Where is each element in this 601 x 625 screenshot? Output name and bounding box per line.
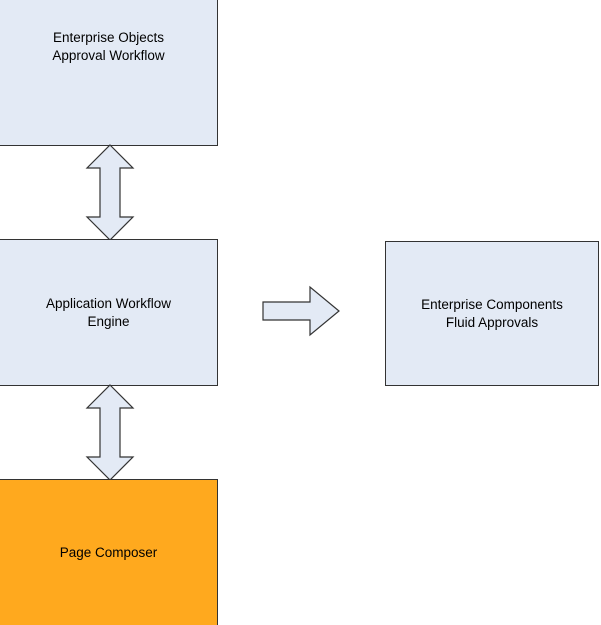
node-label-page-composer: Page Composer (59, 544, 158, 560)
node-enterprise-objects-approval-workflow[interactable]: Enterprise Objects Approval Workflow (0, 0, 218, 146)
connector-bidirectional-vertical-arrow-bottom[interactable] (85, 384, 135, 481)
node-label-enterprise-components-fluid-approvals: Enterprise Components Fluid Approvals (421, 296, 563, 330)
node-label-application-workflow-engine: Application Workflow Engine (45, 295, 172, 329)
bidirectional-arrow-shape (85, 384, 135, 481)
bidirectional-arrow-shape (85, 144, 135, 241)
connector-right-arrow[interactable] (262, 285, 340, 337)
connector-bidirectional-vertical-arrow-top[interactable] (85, 144, 135, 241)
node-label-enterprise-objects-approval-workflow: Enterprise Objects Approval Workflow (52, 29, 165, 63)
right-arrow-shape (262, 285, 340, 337)
node-application-workflow-engine[interactable]: Application Workflow Engine (0, 239, 218, 386)
node-page-composer[interactable]: Page Composer (0, 479, 218, 625)
node-enterprise-components-fluid-approvals[interactable]: Enterprise Components Fluid Approvals (385, 241, 599, 386)
